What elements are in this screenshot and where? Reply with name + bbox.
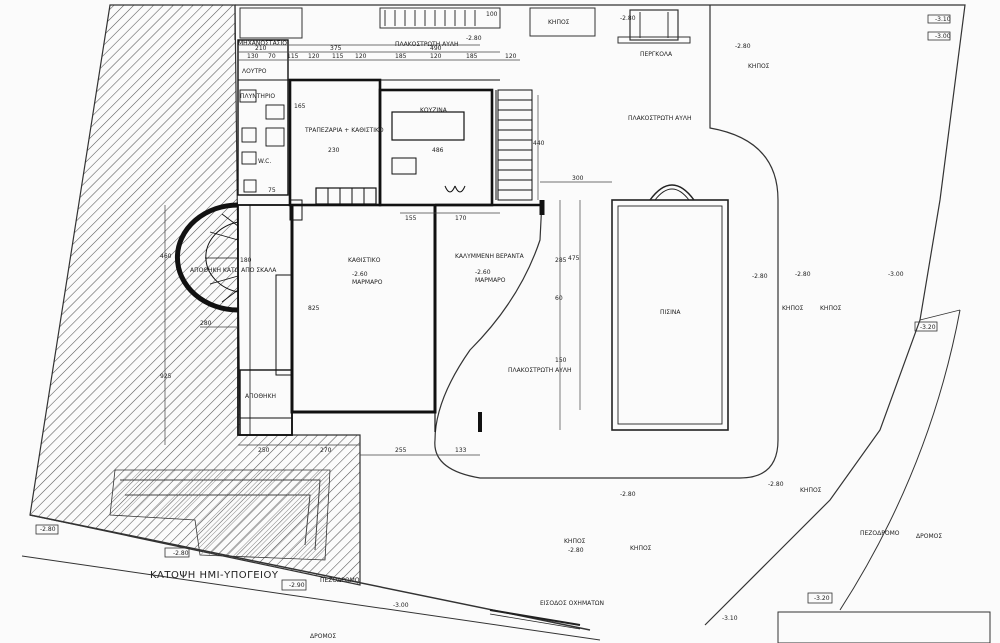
level-right-top: -3.10	[935, 16, 951, 23]
level-far-right: -3.20	[814, 595, 830, 602]
dim-460: 460	[160, 253, 172, 260]
top-structures	[239, 7, 691, 44]
room-label-wc: W.C.	[258, 158, 271, 165]
room-label-living: ΚΑΘΙΣΤΙΚΟ	[348, 257, 381, 264]
level-bottom-d: -2.80	[173, 550, 189, 557]
level-top-left: -2.80	[735, 43, 751, 50]
outdoor-garden-6: ΚΗΠΟΣ	[630, 545, 652, 552]
dim-270: 270	[320, 447, 332, 454]
dim-top-6: 120	[355, 53, 367, 60]
dim-top-5: 115	[332, 53, 344, 60]
pool	[611, 184, 729, 431]
level-road-a: -2.90	[289, 582, 305, 589]
dim-180: 180	[240, 257, 252, 264]
room-label-stair-storage: ΑΠΟΘΗΚΗ ΚΑΤΩ ΑΠΟ ΣΚΑΛΑ	[190, 267, 277, 274]
level-living-sub: ΜΑΡΜΑΡΟ	[352, 279, 383, 286]
dim-top-10: 120	[505, 53, 517, 60]
level-garden-a: -2.80	[795, 271, 811, 278]
outdoor-entrance: ΕΙΣΟΔΟΣ ΟΧΗΜΑΤΩΝ	[540, 600, 604, 607]
outdoor-pergola: ΠΕΡΓΚΟΛΑ	[640, 51, 673, 58]
title-block	[777, 611, 991, 643]
level-road-b: -3.00	[393, 602, 409, 609]
outdoor-road-2: ΔΡΟΜΟΣ	[916, 533, 942, 540]
level-garden-c: -3.20	[920, 324, 936, 331]
dim-925: 925	[160, 373, 172, 380]
dim-825: 825	[308, 305, 320, 312]
spiral-stair	[174, 202, 239, 313]
outdoor-paved-top: ΠΛΑΚΟΣΤΡΩΤΗ ΑΥΛΗ	[395, 41, 459, 48]
room-label-storage: ΑΠΟΘΗΚΗ	[245, 393, 276, 400]
dim-280: 280	[200, 320, 212, 327]
level-top-mid: -2.80	[466, 35, 482, 42]
vehicle-entrance	[489, 609, 581, 630]
room-label-bath: ΛΟΥΤΡΟ	[242, 68, 267, 75]
dim-75: 75	[268, 187, 276, 194]
level-right-top2: -3.00	[935, 33, 951, 40]
outdoor-sidewalk-2: ΠΕΖΟΔΡΟΜΟ	[860, 530, 900, 537]
room-label-kitchen: ΚΟΥΖΙΝΑ	[420, 107, 448, 114]
house-walls	[237, 39, 545, 436]
room-label-pool: ΠΙΣΙΝΑ	[660, 309, 681, 316]
dim-150: 150	[555, 357, 567, 364]
level-bottom-b: -2.80	[768, 481, 784, 488]
dim-490: 490	[430, 45, 442, 52]
outdoor-garden-4: ΚΗΠΟΣ	[820, 305, 842, 312]
dim-475: 475	[568, 255, 580, 262]
outdoor-garden-5: ΚΗΠΟΣ	[800, 487, 822, 494]
room-label-laundry: ΠΛΥΝΤΗΡΙΟ	[240, 93, 275, 100]
level-garden-b: -3.00	[888, 271, 904, 278]
level-road-c: -3.10	[722, 615, 738, 622]
paved-yard-outline	[434, 5, 779, 479]
room-label-dining: ΤΡΑΠΕΖΑΡΙΑ + ΚΑΘΙΣΤΙΚΟ	[304, 127, 384, 134]
dim-top-1: 130	[247, 53, 259, 60]
outdoor-garden-2: ΚΗΠΟΣ	[748, 63, 770, 70]
dimension-lines	[164, 44, 612, 456]
level-left-a: -2.80	[40, 526, 56, 533]
outdoor-paved-right: ΠΛΑΚΟΣΤΡΩΤΗ ΑΥΛΗ	[508, 367, 572, 374]
dim-210: 210	[255, 45, 267, 52]
dim-top-4: 120	[308, 53, 320, 60]
dim-top-3: 115	[287, 53, 299, 60]
dim-60: 60	[555, 295, 563, 302]
dim-top-9: 185	[466, 53, 478, 60]
dim-285: 285	[555, 257, 567, 264]
dim-375: 375	[330, 45, 342, 52]
dim-top-8: 120	[430, 53, 442, 60]
outdoor-paved-mid: ΠΛΑΚΟΣΤΡΩΤΗ ΑΥΛΗ	[628, 115, 692, 122]
outdoor-road-1: ΔΡΟΜΟΣ	[310, 633, 336, 640]
dim-230: 230	[328, 147, 340, 154]
dim-133: 133	[455, 447, 467, 454]
dim-255: 255	[395, 447, 407, 454]
outdoor-garden-7: ΚΗΠΟΣ	[564, 538, 586, 545]
level-left-b: -2.80	[620, 15, 636, 22]
dim-top-7: 185	[395, 53, 407, 60]
outdoor-garden-3: ΚΗΠΟΣ	[782, 305, 804, 312]
level-veranda: -2.60	[475, 269, 491, 276]
dim-300: 300	[572, 175, 584, 182]
dim-170: 170	[455, 215, 467, 222]
drawing-title: ΚΑΤΟΨΗ ΗΜΙ-ΥΠΟΓΕΙΟΥ	[150, 570, 279, 581]
outdoor-sidewalk-1: ΠΕΖΟΔΡΟΜΟ	[320, 577, 360, 584]
dim-486: 486	[432, 147, 444, 154]
level-bottom-c: -2.80	[568, 547, 584, 554]
outdoor-garden-1: ΚΗΠΟΣ	[548, 19, 570, 26]
dim-250: 250	[258, 447, 270, 454]
level-veranda-sub: ΜΑΡΜΑΡΟ	[475, 277, 506, 284]
level-living: -2.60	[352, 271, 368, 278]
level-bottom-a: -2.80	[620, 491, 636, 498]
dim-165: 165	[294, 103, 306, 110]
room-label-veranda: ΚΑΛΥΜΜΕΝΗ ΒΕΡΑΝΤΑ	[455, 253, 525, 260]
room-label-boiler: ΜΗΧΑΝΟΣΤΑΣΙΟ	[238, 40, 287, 47]
level-pool-side: -2.80	[752, 273, 768, 280]
dim-100: 100	[486, 11, 498, 18]
dim-155: 155	[405, 215, 417, 222]
level-markers	[35, 14, 951, 604]
dim-top-2: 70	[268, 53, 276, 60]
dim-440: 440	[533, 140, 545, 147]
